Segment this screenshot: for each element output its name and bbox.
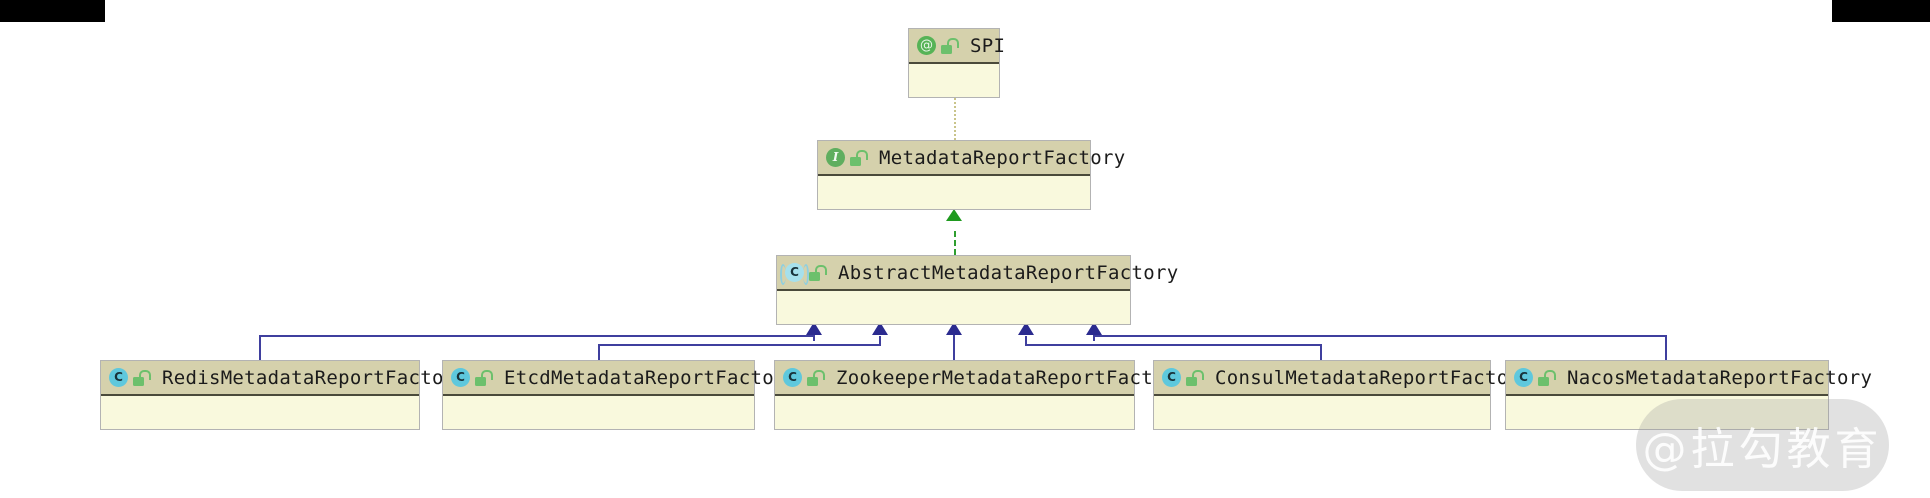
unlocked-padlock-icon [941, 37, 959, 54]
unlocked-padlock-icon [1186, 369, 1204, 386]
class-icon: C [1514, 368, 1533, 387]
edge-realization-arrowhead [946, 209, 962, 221]
node-zookeeper-header: C ZookeeperMetadataReportFactory [775, 361, 1188, 396]
watermark-text: @拉勾教育 [1642, 424, 1883, 475]
letterbox-bar-left [0, 0, 105, 22]
unlocked-padlock-icon [475, 369, 493, 386]
letterbox-bar-right [1832, 0, 1930, 22]
edge-nacos-vertical-left [1093, 335, 1095, 341]
edge-realization-line [954, 231, 956, 255]
node-nacos-header: C NacosMetadataReportFactory [1506, 361, 1872, 396]
inheritance-arrowhead-redis [806, 322, 822, 335]
node-consul-members [1154, 396, 1490, 428]
node-etcd-metadata-report-factory[interactable]: C EtcdMetadataReportFactory [442, 360, 797, 430]
edge-consul-horizontal [1025, 344, 1322, 346]
class-icon: C [109, 368, 128, 387]
inheritance-arrowhead-consul [1018, 322, 1034, 335]
node-nacos-metadata-report-factory[interactable]: C NacosMetadataReportFactory [1505, 360, 1872, 430]
class-icon: C [1162, 368, 1181, 387]
node-spi-header: @ SPI [909, 29, 1005, 64]
node-spi-members [909, 64, 999, 96]
node-nacos-members [1506, 396, 1828, 428]
node-etcd-title: EtcdMetadataReportFactory [504, 366, 798, 389]
node-spi[interactable]: @ SPI [908, 28, 1005, 98]
node-metadata-report-factory-title: MetadataReportFactory [879, 146, 1126, 169]
edge-nacos-horizontal [1093, 335, 1667, 337]
edge-nacos-vertical-right [1665, 335, 1667, 360]
edge-consul-vertical-right [1320, 344, 1322, 360]
edge-redis-horizontal [259, 335, 815, 337]
node-zookeeper-members [775, 396, 1134, 428]
node-metadata-report-factory-members [818, 176, 1090, 208]
inheritance-arrowhead-nacos [1086, 322, 1102, 335]
node-zookeeper-title: ZookeeperMetadataReportFactory [836, 366, 1189, 389]
interface-icon: I [826, 148, 845, 167]
node-consul-header: C ConsulMetadataReportFactory [1154, 361, 1532, 396]
watermark: @拉勾教育 [1636, 399, 1889, 491]
unlocked-padlock-icon [807, 369, 825, 386]
edge-redis-vertical-right [813, 335, 815, 341]
edge-etcd-vertical-right [879, 336, 881, 346]
node-redis-members [101, 396, 419, 428]
node-consul-metadata-report-factory[interactable]: C ConsulMetadataReportFactory [1153, 360, 1532, 430]
inheritance-arrowhead-etcd [872, 322, 888, 335]
annotation-icon: @ [917, 36, 936, 55]
node-abstract-metadata-report-factory[interactable]: C AbstractMetadataReportFactory [776, 255, 1178, 325]
class-icon: C [783, 368, 802, 387]
node-metadata-report-factory-header: I MetadataReportFactory [818, 141, 1125, 176]
node-spi-title: SPI [970, 34, 1006, 57]
node-metadata-report-factory[interactable]: I MetadataReportFactory [817, 140, 1125, 210]
node-consul-title: ConsulMetadataReportFactory [1215, 366, 1532, 389]
abstract-class-icon: C [780, 263, 809, 285]
node-etcd-members [443, 396, 754, 428]
node-redis-title: RedisMetadataReportFactory [162, 366, 468, 389]
node-redis-header: C RedisMetadataReportFactory [101, 361, 467, 396]
edge-redis-vertical-left [259, 335, 261, 360]
unlocked-padlock-icon [809, 264, 827, 281]
node-abstract-metadata-report-factory-header: C AbstractMetadataReportFactory [777, 256, 1178, 291]
node-etcd-header: C EtcdMetadataReportFactory [443, 361, 797, 396]
edge-etcd-horizontal [598, 344, 881, 346]
inheritance-arrowhead-zookeeper [946, 322, 962, 335]
node-abstract-metadata-report-factory-members [777, 291, 1130, 323]
node-nacos-title: NacosMetadataReportFactory [1567, 366, 1873, 389]
unlocked-padlock-icon [133, 369, 151, 386]
edge-zookeeper-vertical [953, 334, 955, 360]
edge-annotation-spi-to-interface [954, 98, 956, 140]
node-zookeeper-metadata-report-factory[interactable]: C ZookeeperMetadataReportFactory [774, 360, 1188, 430]
edge-etcd-vertical-left [598, 344, 600, 360]
unlocked-padlock-icon [1538, 369, 1556, 386]
class-icon: C [451, 368, 470, 387]
node-redis-metadata-report-factory[interactable]: C RedisMetadataReportFactory [100, 360, 467, 430]
node-abstract-metadata-report-factory-title: AbstractMetadataReportFactory [838, 261, 1179, 284]
unlocked-padlock-icon [850, 149, 868, 166]
edge-consul-vertical-left [1025, 336, 1027, 346]
